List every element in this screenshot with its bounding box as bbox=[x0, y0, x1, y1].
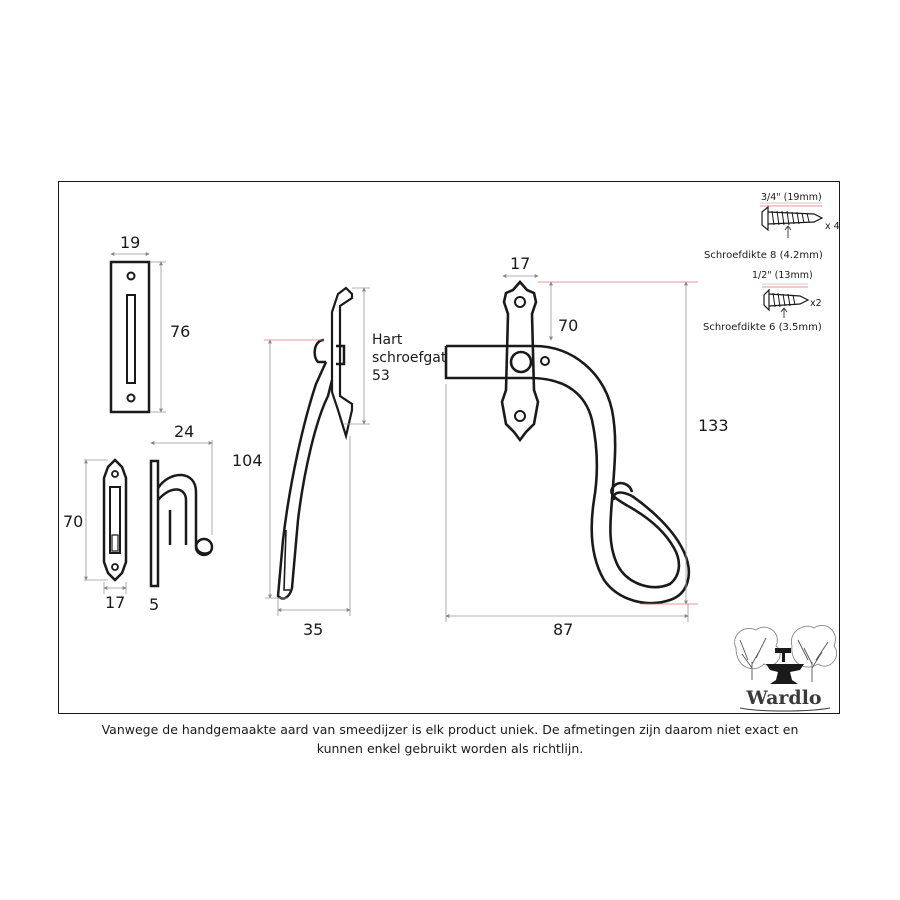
hook-width-label: 24 bbox=[174, 422, 194, 441]
disclaimer-line1: Vanwege de handgemaakte aard van smeedij… bbox=[101, 722, 799, 737]
screw-hole-label-value: 53 bbox=[372, 368, 390, 384]
screw-small-qty: x2 bbox=[810, 298, 822, 309]
wardlo-brand-text: Wardlo bbox=[745, 687, 821, 709]
handle-depth-label: 35 bbox=[303, 620, 323, 639]
hook-thickness-label: 5 bbox=[149, 595, 159, 614]
handle-side-dimension-lines bbox=[264, 287, 370, 616]
keep-part bbox=[109, 260, 151, 414]
hook-plate-height-label: 70 bbox=[63, 512, 83, 531]
tree-left-icon bbox=[734, 626, 781, 680]
keep-dimension-lines bbox=[110, 252, 166, 413]
keep-height-label: 76 bbox=[170, 322, 190, 341]
disclaimer-note: Vanwege de handgemaakte aard van smeedij… bbox=[60, 720, 840, 758]
screw-small-icon bbox=[762, 283, 810, 318]
hook-plate-width-label: 17 bbox=[105, 593, 125, 612]
handle-height-label: 104 bbox=[232, 451, 263, 470]
screw-large-length: 3/4" (19mm) bbox=[761, 192, 822, 203]
screw-large-qty: x 4 bbox=[825, 221, 840, 232]
screw-hole-label-line2: schroefgat bbox=[372, 350, 447, 366]
hook-side bbox=[149, 459, 214, 588]
disclaimer-line2: kunnen enkel gebruikt worden als richtli… bbox=[316, 741, 584, 756]
hook-plate-dimension-lines bbox=[84, 459, 127, 594]
screw-large-thickness: Schroefdikte 8 (4.2mm) bbox=[704, 250, 823, 261]
screw-large-icon bbox=[760, 202, 824, 238]
front-total-height-label: 133 bbox=[698, 416, 729, 435]
handle-front-dimension-lines bbox=[445, 274, 698, 622]
screw-small-thickness: Schroefdikte 6 (3.5mm) bbox=[703, 322, 822, 333]
front-upper-label: 70 bbox=[558, 316, 578, 335]
keep-width-label: 19 bbox=[120, 233, 140, 252]
hook-plate bbox=[102, 458, 128, 582]
wardlo-logo: Wardlo bbox=[734, 625, 838, 712]
front-total-width-label: 87 bbox=[553, 620, 573, 639]
hook-side-dimension-lines bbox=[150, 440, 213, 535]
tree-right-icon bbox=[790, 625, 838, 682]
screw-small-length: 1/2" (13mm) bbox=[752, 270, 813, 281]
anvil-icon bbox=[766, 648, 804, 684]
drawing-frame bbox=[58, 181, 840, 714]
front-plate-width-label: 17 bbox=[510, 254, 530, 273]
logo-underline bbox=[739, 707, 831, 712]
handle-side bbox=[276, 286, 354, 600]
screw-hole-label-line1: Hart bbox=[372, 332, 403, 348]
